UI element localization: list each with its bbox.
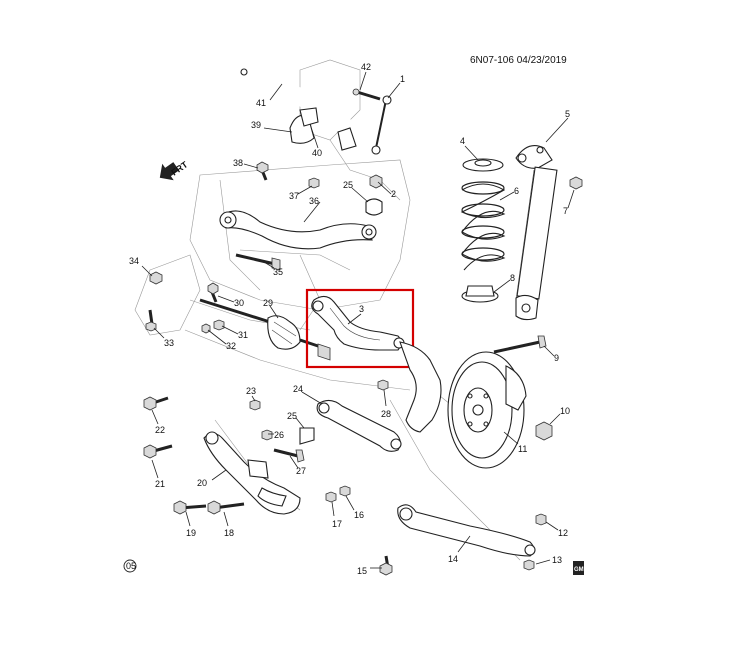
nut-31 bbox=[213, 319, 225, 331]
diagram-code: 6N07-106 04/23/2019 bbox=[470, 55, 567, 66]
bolt-21 bbox=[143, 444, 173, 459]
callout-1: 1 bbox=[400, 74, 405, 84]
bolt-34 bbox=[149, 271, 163, 285]
callout-labels: 1 2 3 4 5 6 7 8 9 10 11 12 13 14 15 16 1 bbox=[129, 62, 575, 576]
callout-21: 21 bbox=[155, 479, 165, 489]
bolt-38 bbox=[256, 161, 269, 181]
callout-6: 6 bbox=[514, 186, 519, 196]
bolt-9 bbox=[493, 335, 547, 354]
callout-12: 12 bbox=[558, 528, 568, 538]
frt-label: FRT bbox=[169, 159, 189, 178]
drive-axle-shaft bbox=[199, 298, 331, 361]
callout-19: 19 bbox=[186, 528, 196, 538]
callout-39: 39 bbox=[251, 120, 261, 130]
callout-31: 31 bbox=[238, 330, 248, 340]
bolt-30 bbox=[207, 282, 219, 303]
bolt-7 bbox=[569, 176, 583, 190]
callout-11: 11 bbox=[518, 444, 527, 454]
nut-16 bbox=[339, 485, 351, 497]
nut-13 bbox=[523, 559, 535, 571]
callout-16: 16 bbox=[354, 510, 364, 520]
callout-37: 37 bbox=[289, 191, 299, 201]
hub-nut-10 bbox=[535, 421, 553, 441]
bushing-25-upper bbox=[365, 198, 383, 216]
coil-spring-insulator-upper bbox=[462, 158, 504, 172]
callout-32: 32 bbox=[226, 341, 236, 351]
callout-36: 36 bbox=[309, 196, 319, 206]
brake-rotor-hub bbox=[447, 351, 527, 469]
bolt-19 bbox=[173, 500, 207, 515]
camber-link-part-3 bbox=[311, 295, 405, 351]
callout-34: 34 bbox=[129, 256, 139, 266]
callout-17: 17 bbox=[332, 519, 342, 529]
nut-26 bbox=[261, 429, 273, 441]
lower-control-arm bbox=[397, 504, 536, 557]
callout-33: 33 bbox=[164, 338, 174, 348]
page-symbol-text: 05 bbox=[126, 561, 136, 571]
nut-12 bbox=[535, 513, 547, 526]
callout-4: 4 bbox=[460, 136, 465, 146]
bolt-28 bbox=[377, 379, 389, 391]
steering-knuckle bbox=[399, 341, 442, 433]
bolt-23 bbox=[249, 399, 261, 411]
callout-25-upper: 25 bbox=[343, 180, 353, 190]
callout-41: 41 bbox=[256, 98, 266, 108]
bolt-27 bbox=[273, 448, 305, 463]
front-direction-arrow: FRT bbox=[159, 159, 190, 181]
callout-7: 7 bbox=[563, 206, 568, 216]
callout-3: 3 bbox=[359, 304, 364, 314]
trailing-arm bbox=[203, 431, 301, 515]
callout-38: 38 bbox=[233, 158, 243, 168]
callout-18: 18 bbox=[224, 528, 234, 538]
gm-logo: GM bbox=[573, 561, 584, 575]
callout-40: 40 bbox=[312, 148, 322, 158]
callout-14: 14 bbox=[448, 554, 458, 564]
callout-42: 42 bbox=[361, 62, 371, 72]
upper-control-arm bbox=[219, 210, 377, 250]
callout-22: 22 bbox=[155, 425, 165, 435]
bolt-22 bbox=[143, 396, 169, 411]
callout-20: 20 bbox=[197, 478, 207, 488]
toe-link-arm bbox=[316, 399, 402, 452]
callout-10: 10 bbox=[560, 406, 570, 416]
bracket-25-lower bbox=[299, 427, 315, 445]
page-symbol: 05 bbox=[123, 559, 137, 573]
nut-32 bbox=[201, 323, 211, 334]
callout-26: 26 bbox=[274, 430, 284, 440]
callout-5: 5 bbox=[565, 109, 570, 119]
bolt-42 bbox=[352, 88, 381, 101]
coil-spring-insulator-lower bbox=[461, 285, 499, 303]
bolt-15 bbox=[379, 555, 393, 576]
shock-absorber bbox=[515, 145, 558, 321]
callout-24: 24 bbox=[293, 384, 303, 394]
callout-28: 28 bbox=[381, 409, 391, 419]
coil-spring bbox=[460, 181, 506, 271]
callout-9: 9 bbox=[554, 353, 559, 363]
stabilizer-bushing bbox=[289, 107, 357, 151]
callout-25-lower: 25 bbox=[287, 411, 297, 421]
nut-37 bbox=[308, 177, 320, 189]
callout-2: 2 bbox=[391, 189, 396, 199]
bolt-35 bbox=[235, 253, 281, 271]
callout-35: 35 bbox=[273, 267, 283, 277]
callout-13: 13 bbox=[552, 555, 562, 565]
bolt-33 bbox=[145, 309, 157, 332]
callout-23: 23 bbox=[246, 386, 256, 396]
callout-27: 27 bbox=[296, 466, 306, 476]
nut-17 bbox=[325, 491, 337, 503]
nut-2 bbox=[369, 174, 383, 189]
callout-29: 29 bbox=[263, 298, 273, 308]
highlight-box-part-3 bbox=[305, 288, 415, 369]
gm-logo-text: GM bbox=[574, 567, 584, 573]
callout-8: 8 bbox=[510, 273, 515, 283]
callout-15: 15 bbox=[357, 566, 367, 576]
stabilizer-link bbox=[371, 95, 392, 155]
bolt-18 bbox=[207, 500, 245, 515]
callout-30: 30 bbox=[234, 298, 244, 308]
